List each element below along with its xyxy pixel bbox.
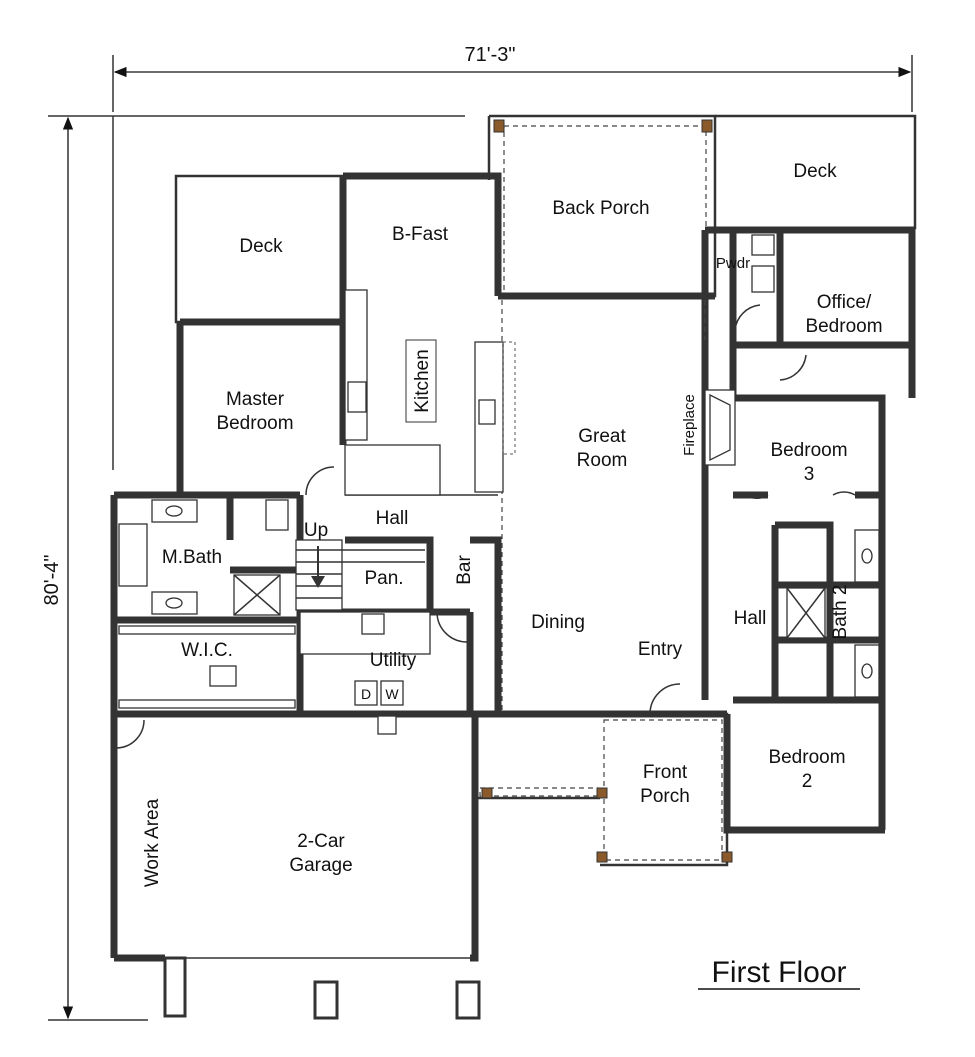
back-porch-label: Back Porch: [552, 198, 649, 219]
front-porch-label-line2: Porch: [640, 786, 690, 807]
front-porch-label-line1: Front: [643, 762, 688, 783]
bedroom2-label-line2: 2: [802, 771, 813, 792]
hall-upper-label: Hall: [376, 508, 409, 529]
b-fast-label: B-Fast: [392, 224, 449, 245]
washer-icon: [380, 680, 404, 706]
plan-title-text: First Floor: [712, 956, 847, 989]
plan-title: First Floor: [698, 956, 860, 990]
washer-label: W: [385, 686, 399, 702]
front-porch: [473, 712, 733, 867]
bath2-fixtures: [786, 529, 880, 698]
fireplace-icon: [704, 389, 736, 466]
width-dimension-label: 71'-3": [465, 44, 516, 66]
garage-label-line1: 2-Car: [297, 831, 345, 852]
m-bath-label: M.Bath: [162, 547, 222, 568]
hall-right-label: Hall: [734, 608, 767, 629]
laundry-sink-icon: [361, 613, 385, 635]
utility-label: Utility: [370, 650, 417, 671]
room-labels: Deck B-Fast Back Porch Deck Pwdr Office/…: [142, 161, 883, 887]
sink-icon: [478, 399, 496, 425]
open-lines: [501, 300, 706, 710]
pwdr-label: Pwdr: [716, 255, 750, 272]
office-label-line1: Office/: [817, 292, 872, 313]
work-area-label: Work Area: [142, 798, 163, 887]
utility-fixtures: D W: [299, 611, 431, 735]
great-room-label-line1: Great: [578, 426, 626, 447]
stairs-icon: [295, 539, 425, 611]
pantry-label: Pan.: [364, 568, 403, 589]
entry-label: Entry: [638, 639, 683, 660]
kitchen-label: Kitchen: [412, 349, 433, 412]
cooktop: [347, 381, 367, 413]
bath2-label: Bath 2: [830, 585, 851, 640]
kitchen-label-box: Kitchen: [405, 339, 437, 423]
kitchen-fixtures: [344, 289, 516, 496]
bathtub-icon: [118, 523, 148, 587]
master-label-line2: Bedroom: [216, 413, 293, 434]
great-room-label-line2: Room: [577, 450, 628, 471]
wic-label: W.I.C.: [181, 640, 233, 661]
dining-label: Dining: [531, 612, 585, 633]
wic-fixtures: [118, 625, 296, 709]
toilet-icon: [265, 499, 289, 531]
dryer-icon: [354, 680, 378, 706]
height-dimension-label: 80'-4": [41, 555, 63, 606]
bedroom2-label-line1: Bedroom: [768, 747, 845, 768]
garage-sink-icon: [377, 715, 397, 735]
office-label-line2: Bedroom: [805, 316, 882, 337]
height-dimension: 80'-4": [41, 115, 465, 1021]
bedroom3-label-line1: Bedroom: [770, 440, 847, 461]
width-dimension: 71'-3": [112, 44, 913, 112]
door-swings: [115, 304, 856, 749]
master-bath-fixtures: [118, 499, 289, 616]
bar-label: Bar: [454, 555, 475, 585]
dryer-label: D: [361, 686, 371, 702]
deck-right-label: Deck: [793, 161, 837, 182]
garage-label-line2: Garage: [289, 855, 352, 876]
fireplace-label: Fireplace: [681, 394, 698, 456]
powder-fixtures: [751, 234, 775, 293]
master-label-line1: Master: [226, 389, 285, 410]
up-label: Up: [304, 520, 328, 541]
deck-left-label: Deck: [239, 236, 283, 257]
bedroom3-label-line2: 3: [804, 464, 815, 485]
